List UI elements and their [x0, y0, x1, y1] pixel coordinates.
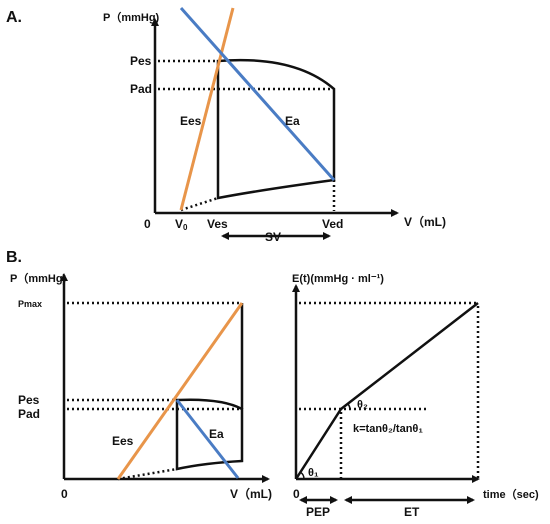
panel-b-right: E(t)(mmHg · ml⁻¹) time（sec) 0 θ₁ θ₂ k=ta…: [292, 273, 539, 519]
panel-b-left-ees-line: [116, 302, 244, 480]
panel-b-left-pad-tick: Pad: [18, 407, 40, 421]
panel-b-pmax-tick: Pmax: [18, 299, 42, 309]
panel-b-left-x-axis-label: V（mL): [230, 486, 272, 501]
panel-a-ea-label: Ea: [285, 114, 300, 128]
panel-b-right-pep-label: PEP: [306, 505, 330, 519]
panel-a-y-axis-label: P（mmHg): [103, 11, 160, 24]
panel-b-right-theta2-label: θ₂: [357, 399, 368, 411]
panel-b-right-x-axis-label: time（sec): [483, 488, 539, 501]
panel-b-left-pes-tick: Pes: [18, 393, 40, 407]
panel-a-ea-line: [179, 7, 336, 181]
panel-a-edpvr-dotted: [180, 196, 219, 212]
panel-b-left-ea-line: [175, 399, 240, 479]
panel-a-x-axis-label: V（mL): [404, 214, 446, 229]
panel-b-left-ees-label: Ees: [112, 434, 134, 448]
panel-a-pes-tick: Pes: [130, 54, 152, 68]
panel-b-right-theta1-arc: [299, 471, 305, 480]
panel-a-origin-label: 0: [144, 217, 151, 231]
panel-b-right-theta1-label: θ₁: [308, 467, 319, 479]
panel-b-left-ea-label: Ea: [209, 427, 224, 441]
panel-a-ees-line: [179, 7, 235, 211]
panel-b-right-et-label: ET: [404, 505, 420, 519]
panel-b-left: P（mmHg) V（mL) 0 Pmax Pes Pad Ees Ea: [10, 272, 272, 501]
panel-b-right-y-axis-label: E(t)(mmHg · ml⁻¹): [292, 273, 384, 285]
panel-a-tag: A.: [6, 9, 22, 26]
panel-a-pv-loop: [216, 58, 336, 200]
panel-b-left-y-axis-label: P（mmHg): [10, 272, 67, 285]
panel-a-ved-label: Ved: [322, 217, 343, 231]
panel-b-right-origin-label: 0: [293, 487, 300, 501]
panel-a-v0-label: V0: [175, 217, 188, 232]
panel-a: A. P（mmHg) V（mL) 0 Pes Pad Ees Ea V0 Ves…: [6, 7, 446, 244]
panel-a-pad-tick: Pad: [130, 82, 152, 96]
panel-b: B. P（mmHg) V（mL) 0 Pmax Pes Pad Ees Ea: [6, 249, 539, 519]
panel-a-ves-label: Ves: [207, 217, 228, 231]
panel-a-sv-label: SV: [265, 230, 281, 244]
panel-a-ees-label: Ees: [180, 114, 202, 128]
panel-b-tag: B.: [6, 249, 22, 266]
panel-b-right-elastance-curve: [294, 302, 479, 480]
panel-b-left-edpvr-dotted: [117, 467, 178, 481]
panel-b-left-origin-label: 0: [61, 487, 68, 501]
panel-b-right-theta2-arc: [347, 403, 351, 410]
panel-b-right-slope-formula: k=tanθ₂/tanθ₁: [353, 423, 423, 435]
